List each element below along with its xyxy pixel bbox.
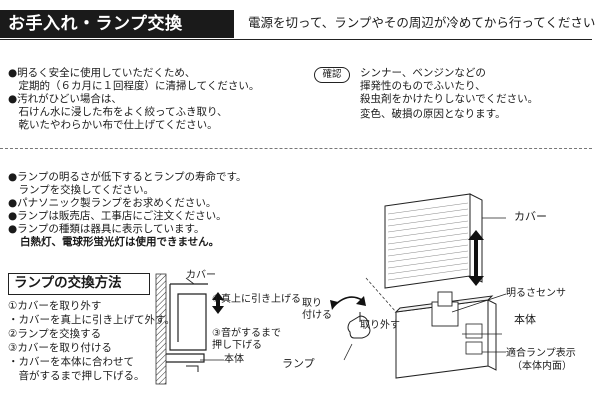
page-title: お手入れ・ランプ交換 (0, 10, 234, 38)
lamp-type-note: （本体内面） (512, 361, 572, 372)
confirm-note: 変色、破損の原因となります。 (360, 108, 506, 120)
lamp-label: ランプ (282, 357, 315, 370)
lamp-warning: 白熱灯、電球形蛍光灯は使用できません。 (20, 236, 220, 248)
confirm-badge: 確認 (314, 67, 350, 83)
care-bullet-2: ●汚れがひどい場合は、 石けん水に浸した布をよく絞ってふき取り、 乾いたやわらか… (8, 93, 228, 131)
push-down-label: ③音がするまで 押し下げる (212, 328, 281, 351)
pull-up-label: ①真上に引き上げる (212, 294, 301, 305)
small-cover-label: カバー (186, 270, 216, 281)
header-divider (0, 39, 592, 40)
small-body-label: 本体 (224, 354, 244, 365)
large-cover-label: カバー (514, 210, 547, 223)
procedure-title: ランプの交換方法 (8, 273, 150, 295)
attach-label: 取り 付ける (302, 298, 332, 321)
sensor-label: 明るさセンサ (506, 288, 566, 299)
care-bullet-1: ●明るく安全に使用していただくため、 定期的（６カ月に１回程度）に清掃してくださ… (8, 67, 260, 92)
procedure-steps: ①カバーを取り外す ・カバーを真上に引き上げて外す。 ②ランプを交換する ③カバ… (8, 300, 175, 382)
remove-label: 取り外す (360, 320, 400, 331)
lamp-notes: ●ランプの明るさが低下するとランプの寿命です。 ランプを交換してください。 ●パ… (8, 171, 247, 235)
confirm-text: シンナー、ベンジンなどの 揮発性のものでふいたり、 殺虫剤をかけたりしないでくだ… (360, 67, 539, 105)
small-cover-diagram (155, 273, 224, 385)
lamp-type-label: 適合ランプ表示 (506, 348, 576, 359)
section-divider (0, 148, 592, 149)
large-body-label: 本体 (514, 313, 536, 326)
page-subtitle: 電源を切って、ランプやその周辺が冷めてから行ってください (248, 15, 596, 30)
fixture-diagram (330, 193, 507, 379)
